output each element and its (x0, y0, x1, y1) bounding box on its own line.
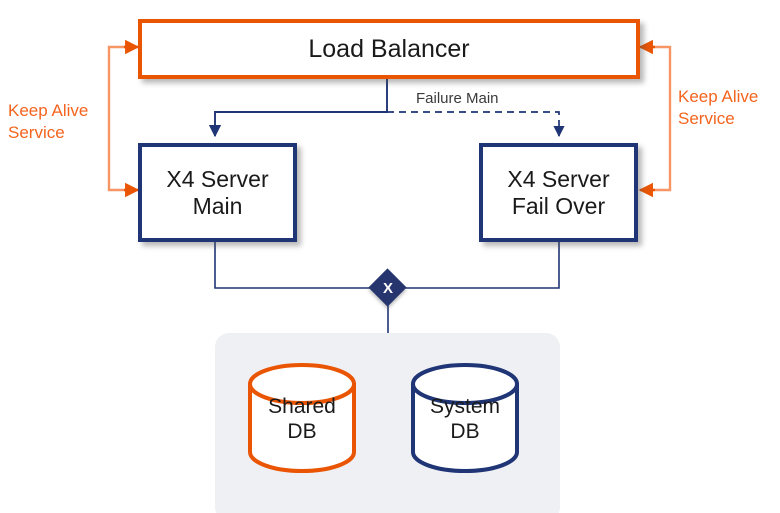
node-x4-server-main-label: X4 Server Main (166, 165, 269, 219)
edge-server-failover-to-junction (405, 242, 560, 289)
node-x4-server-failover-label: X4 Server Fail Over (507, 165, 610, 219)
node-x4-server-failover[interactable]: X4 Server Fail Over (479, 143, 638, 242)
node-x4-server-main[interactable]: X4 Server Main (138, 143, 297, 242)
node-system-db[interactable]: System DB (409, 362, 521, 474)
label-failure-main: Failure Main (416, 90, 499, 107)
label-keep-alive-service-left: Keep Alive Service (8, 101, 89, 143)
edge-keep-alive-left (107, 39, 140, 198)
node-junction-diamond[interactable]: X (368, 268, 407, 307)
node-shared-db[interactable]: Shared DB (246, 362, 358, 474)
edge-server-main-to-junction (214, 242, 371, 289)
node-load-balancer[interactable]: Load Balancer (138, 19, 640, 79)
edge-lb-to-server-main (208, 79, 388, 138)
label-keep-alive-service-right: Keep Alive Service (678, 87, 759, 129)
database-cylinder-icon (411, 363, 519, 473)
junction-label: X (382, 279, 393, 297)
node-load-balancer-label: Load Balancer (308, 34, 470, 63)
edge-failure-main (387, 111, 565, 138)
edge-keep-alive-right (638, 39, 672, 198)
database-cylinder-icon (248, 363, 356, 473)
